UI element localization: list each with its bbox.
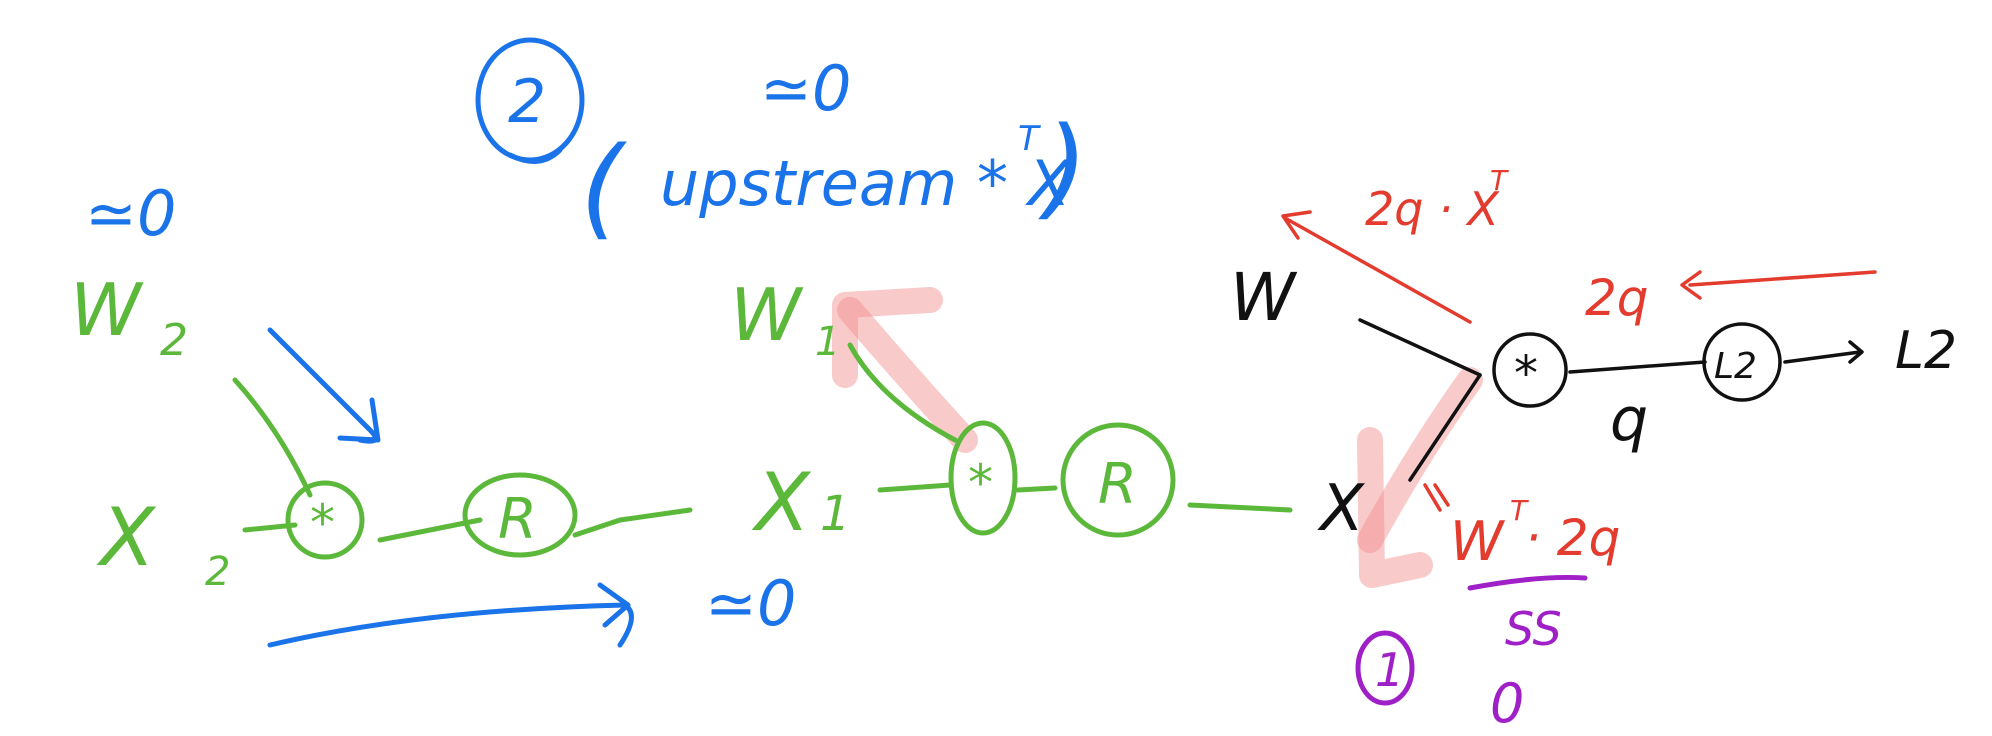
blue-arrowhead-w2-grad [337,397,381,443]
x-label: X [1317,472,1365,546]
w1-subscript: 1 [815,319,840,365]
edge-relu1-to-x [1187,502,1293,513]
edge-w1-to-mult1 [847,342,958,443]
edge-w-to-mult [1358,318,1482,377]
upstream-close-paren: ) [1038,103,1088,231]
purple-underline [1467,574,1588,591]
relu-node-2 [462,472,578,558]
edge-mult1-to-relu1 [1015,485,1058,493]
highlight-arrow-to-w1 [837,297,978,453]
step-1-circle [1355,630,1415,706]
step-2-number: 2 [508,67,546,137]
mult-node-2 [285,480,365,560]
q-label: q [1610,385,1648,455]
blue-arrow-w2-grad [267,327,379,444]
edge-mult2-to-relu2 [377,517,483,543]
upstream-open-paren: ( [580,123,627,251]
blue-arrowhead-bottom [597,582,631,628]
green-forward-graph: W 2 X 2 * R X 1 W 1 * [70,268,1293,595]
highlight-arrow-to-x [1357,367,1483,553]
approx-zero-top: ≃0 [760,52,851,125]
x2-subscript: 2 [205,549,230,595]
x1-subscript: 1 [820,486,851,542]
w1-label: W [730,273,804,357]
red-gradients: 2q · X T 2q W T · 2q [1281,164,1877,573]
red-tick-grad-x [1423,483,1450,512]
approx-zero-w2: ≃0 [85,177,176,250]
l2-output-label: L2 [1895,321,1957,381]
highlight-arrowhead-x [1357,427,1433,588]
relu-node-1-label: R [1098,452,1137,517]
relu-node-2-label: R [498,487,537,552]
grad-x-label: W [1450,510,1506,573]
blue-annotations: ≃0 2 ≃0 ( upstream * X T ) ≃0 [85,37,1088,648]
highlight-arrows [832,287,1483,588]
mult-node-black [1492,332,1568,408]
ss-label: SS [1505,602,1562,656]
mult-node-black-symbol: * [1514,346,1538,402]
w2-subscript: 2 [160,315,188,366]
x1-label: X [751,456,812,549]
mult-node-1 [948,420,1018,536]
grad-x-sup: T [1510,494,1529,527]
highlight-arrowhead-w1 [832,287,943,388]
upstream-expression-sup: T [1018,119,1041,159]
x2-label: X [96,491,157,584]
purple-annotations: 1 SS 0 [1355,574,1588,735]
edge-l2-to-output [1783,350,1862,364]
blue-arrow-bottom [267,602,634,648]
zero-label: 0 [1490,672,1524,735]
edge-w2-to-mult2 [232,377,313,498]
mult-node-1-symbol: * [968,454,993,512]
grad-w-sup: T [1490,164,1509,197]
step-1-number: 1 [1375,643,1404,697]
red-arrowhead-grad-w [1281,210,1312,240]
edge-mult-to-l2 [1568,360,1707,374]
relu-node-1 [1060,422,1176,538]
black-graph: W X * q L2 L2 [1230,259,1957,546]
approx-zero-x1: ≃0 [705,567,796,640]
edge-x1-to-mult1 [877,482,953,493]
red-arrowhead-grad-q [1680,270,1702,300]
grad-q-label: 2q [1585,269,1649,327]
mult-node-2-symbol: * [310,494,335,552]
arrowhead-l2-output [1848,340,1864,364]
l2-node [1702,322,1782,402]
edge-x-to-mult [1408,373,1482,482]
step-2-circle-tail [507,147,563,164]
red-arrow-grad-q [1688,270,1877,287]
grad-x-tail: · 2q [1525,509,1620,567]
red-arrow-grad-w [1283,216,1472,324]
w2-label: W [70,268,144,352]
grad-w-label: 2q · X [1365,182,1500,236]
l2-node-label: L2 [1714,346,1757,387]
upstream-expression: upstream * X [660,147,1072,220]
w-label: W [1230,259,1298,336]
edge-relu2-to-x1 [572,507,693,538]
